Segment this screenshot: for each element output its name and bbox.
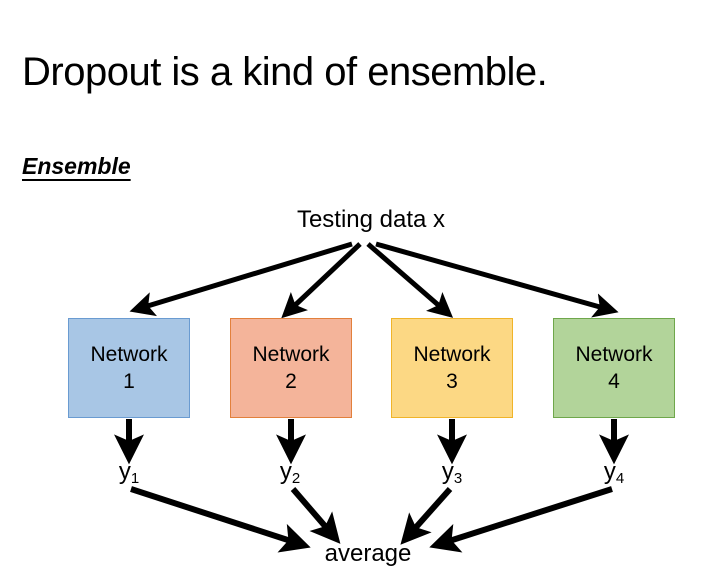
network-box-2-name: Network (252, 343, 330, 366)
section-heading-ensemble: Ensemble (22, 153, 131, 179)
page-title: Dropout is a kind of ensemble. (22, 50, 548, 94)
arrow-input-to-network-1 (129, 241, 353, 317)
output-label-y4-subscript: 4 (615, 470, 625, 487)
output-label-y1: y1 (94, 458, 164, 486)
arrow-input-to-network-4 (375, 241, 619, 318)
network-box-3-index: 3 (446, 370, 458, 393)
output-label-y2: y2 (255, 458, 325, 486)
network-box-2[interactable]: Network 2 (230, 318, 352, 418)
arrow-input-to-network-2 (281, 242, 362, 319)
network-box-1-name: Network (90, 343, 168, 366)
arrow-y3-to-average (400, 487, 453, 545)
network-box-1-index: 1 (123, 370, 135, 393)
network-box-4[interactable]: Network 4 (553, 318, 675, 418)
output-label-y1-subscript: 1 (130, 470, 140, 487)
output-label-y4: y4 (579, 458, 649, 486)
output-label-y2-base: y (279, 458, 292, 485)
arrow-y2-to-average (290, 487, 341, 544)
output-label-y3: y3 (417, 458, 487, 486)
network-box-2-index: 2 (285, 370, 297, 393)
network-box-4-index: 4 (608, 370, 620, 393)
output-label-y3-subscript: 3 (453, 470, 463, 487)
network-box-4-name: Network (575, 343, 653, 366)
network-box-3[interactable]: Network 3 (391, 318, 513, 418)
arrow-y1-to-average (130, 486, 311, 553)
average-label: average (324, 540, 412, 567)
arrow-y4-to-average (429, 486, 613, 553)
network-box-1[interactable]: Network 1 (68, 318, 190, 418)
arrow-input-to-network-3 (366, 242, 454, 318)
network-box-3-name: Network (413, 343, 491, 366)
output-label-y4-base: y (603, 458, 616, 485)
output-label-y1-base: y (118, 458, 131, 485)
testing-data-label: Testing data x (296, 206, 446, 233)
output-label-y3-base: y (441, 458, 454, 485)
output-label-y2-subscript: 2 (291, 470, 301, 487)
